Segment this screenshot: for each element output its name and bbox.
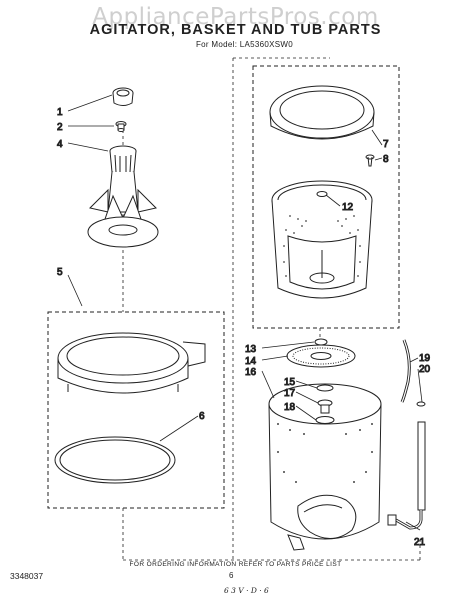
document-id: 3348037: [10, 571, 44, 581]
callout-7: 7: [383, 139, 389, 150]
callout-5: 5: [57, 267, 63, 278]
agitator-cap: [112, 87, 134, 106]
model-subtitle: For Model: LA5360XSW0: [196, 40, 294, 49]
callout-2: 2: [57, 122, 63, 133]
overflow-hose: [400, 339, 411, 403]
tub-seal-ring: [54, 436, 176, 484]
tub-rivets: [277, 423, 373, 483]
agitator: [87, 145, 159, 248]
ordering-note: FOR ORDERING INFORMATION REFER TO PARTS …: [129, 561, 342, 568]
callout-19: 19: [419, 353, 431, 364]
ring-screw: [365, 154, 375, 167]
basket-perforations: [283, 215, 361, 277]
diagram-title: AGITATOR, BASKET AND TUB PARTS: [89, 22, 382, 38]
callout-17: 17: [284, 388, 296, 399]
callout-1: 1: [57, 107, 63, 118]
callout-18: 18: [284, 402, 296, 413]
page-number: 6: [229, 571, 234, 580]
watermark: AppliancePartsPros.com: [92, 4, 379, 30]
callout-21: 21: [414, 537, 426, 548]
drive-block: [314, 338, 328, 346]
callout-4: 4: [57, 139, 63, 150]
alignment-lines: [122, 57, 421, 561]
tub-ring: [57, 332, 206, 394]
callout-20: 20: [419, 364, 431, 375]
callout-6: 6: [199, 411, 205, 422]
agitator-bolt: [115, 121, 127, 132]
frame-right-group: [252, 65, 400, 329]
leader-lines: [67, 94, 423, 531]
callout-15: 15: [284, 377, 296, 388]
outer-tub: [268, 383, 382, 551]
tub-seal-parts: [315, 384, 335, 424]
handwritten-code: 6 3 V · D · 6: [224, 586, 269, 595]
frame-left-group: [47, 311, 225, 509]
hose-clamp: [416, 401, 426, 407]
basket-balance-ring: [269, 85, 375, 140]
callout-16: 16: [245, 367, 257, 378]
callout-12: 12: [342, 202, 354, 213]
spin-basket: [271, 180, 373, 299]
callout-13: 13: [245, 344, 257, 355]
basket-hub: [286, 344, 356, 368]
callout-8: 8: [383, 154, 389, 165]
drain-hose: [387, 421, 426, 530]
callout-14: 14: [245, 356, 257, 367]
